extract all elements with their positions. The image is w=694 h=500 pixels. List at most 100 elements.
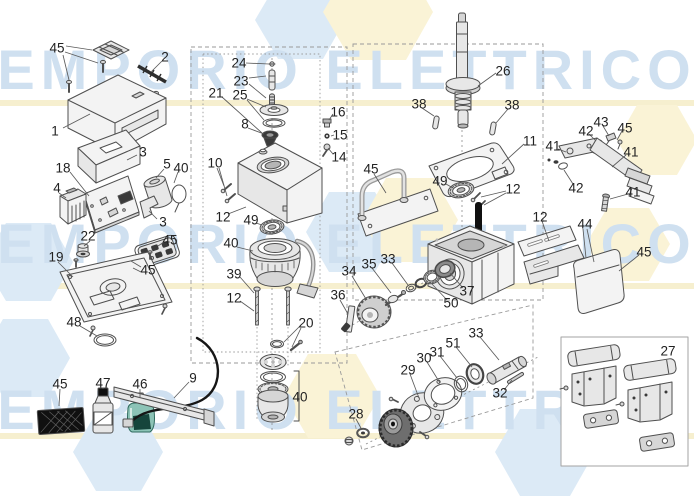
part-label-49: 49 bbox=[432, 174, 447, 189]
part-label-38: 38 bbox=[504, 98, 519, 113]
part-45-rubber-pad bbox=[36, 407, 86, 435]
part-label-40: 40 bbox=[173, 161, 188, 176]
part-34-worm-gear bbox=[356, 295, 392, 329]
part-label-43: 43 bbox=[593, 115, 608, 130]
part-label-34: 34 bbox=[341, 264, 357, 279]
part-36-key bbox=[341, 305, 356, 333]
part-18-circuit-board bbox=[83, 175, 140, 234]
part-label-42: 42 bbox=[568, 181, 583, 196]
part-45-grille bbox=[92, 40, 130, 60]
part-28-screw-washer-mid bbox=[344, 427, 370, 446]
part-label-41: 41 bbox=[545, 139, 560, 154]
part-45-side-cover bbox=[573, 249, 625, 314]
part-label-46: 46 bbox=[132, 377, 147, 392]
part-label-33: 33 bbox=[380, 252, 395, 267]
part-2-pin-strip bbox=[137, 64, 167, 84]
part-40-pulley-stack bbox=[257, 370, 300, 423]
part-label-26: 26 bbox=[495, 64, 510, 79]
part-8-seal bbox=[261, 130, 279, 147]
part-3-chassis-cover bbox=[77, 129, 141, 184]
part-label-45: 45 bbox=[636, 245, 651, 260]
part-43-clip bbox=[605, 132, 617, 146]
part-label-11: 11 bbox=[523, 134, 537, 149]
part-label-16: 16 bbox=[330, 105, 345, 120]
part-49-bearing-right bbox=[447, 181, 475, 199]
part-label-21: 21 bbox=[208, 86, 223, 101]
part-label-22: 22 bbox=[80, 229, 95, 244]
part-label-45: 45 bbox=[162, 233, 177, 248]
part-3-clamp bbox=[139, 195, 159, 219]
part-30-cover bbox=[423, 377, 463, 411]
part-label-12: 12 bbox=[532, 210, 547, 225]
part-label-19: 19 bbox=[48, 250, 63, 265]
part-25-pulley-discs bbox=[259, 104, 289, 128]
group-box-output-gear bbox=[334, 304, 534, 451]
part-31-gasket-ring bbox=[453, 375, 469, 393]
part-label-36: 36 bbox=[330, 288, 345, 303]
part-37-seal bbox=[434, 259, 456, 279]
part-19-base-plate bbox=[59, 250, 173, 337]
part-4-transformer bbox=[59, 187, 87, 225]
part-label-1: 1 bbox=[51, 124, 59, 139]
part-label-12: 12 bbox=[505, 182, 520, 197]
part-10-screws bbox=[220, 183, 236, 204]
group-box-gearbox bbox=[352, 43, 544, 301]
part-label-51: 51 bbox=[445, 336, 460, 351]
part-23-shaft bbox=[268, 69, 276, 107]
part-label-41: 41 bbox=[623, 145, 638, 160]
part-49-bearing-mid bbox=[259, 219, 285, 235]
part-27-bracket-kit-left bbox=[559, 344, 621, 429]
part-39-12-long-screws bbox=[253, 286, 292, 326]
part-label-12: 12 bbox=[215, 210, 230, 225]
part-45-tiny-screw bbox=[617, 139, 623, 150]
part-label-45: 45 bbox=[363, 162, 378, 177]
group-box-pump-inner bbox=[202, 53, 321, 353]
part-label-3: 3 bbox=[139, 145, 147, 160]
part-label-47: 47 bbox=[95, 376, 110, 391]
leader-lines bbox=[57, 45, 640, 431]
output-pinion-gear bbox=[378, 408, 414, 448]
part-48-o-ring bbox=[93, 333, 117, 347]
part-16-15-14-fasteners bbox=[322, 118, 332, 157]
part-label-42: 42 bbox=[578, 124, 593, 139]
part-label-37: 37 bbox=[459, 284, 474, 299]
part-label-44: 44 bbox=[577, 217, 593, 232]
part-label-45: 45 bbox=[49, 41, 64, 56]
part-label-15: 15 bbox=[332, 128, 347, 143]
part-41-bolt bbox=[601, 193, 611, 212]
part-label-27: 27 bbox=[660, 344, 675, 359]
part-label-2: 2 bbox=[161, 50, 169, 65]
part-label-29: 29 bbox=[400, 363, 415, 378]
part-label-32: 32 bbox=[492, 386, 507, 401]
part-40-bell-housing bbox=[249, 238, 319, 299]
part-41-release-lever bbox=[558, 137, 655, 205]
part-label-12: 12 bbox=[226, 291, 241, 306]
part-22-grommet bbox=[76, 243, 90, 258]
part-label-23: 23 bbox=[233, 74, 248, 89]
part-42-washers bbox=[547, 158, 568, 170]
part-26-motor-shaft bbox=[445, 12, 481, 129]
part-11-gasket bbox=[428, 142, 515, 198]
part-35-axle-pin bbox=[384, 290, 406, 307]
part-label-33: 33 bbox=[468, 326, 483, 341]
part-label-4: 4 bbox=[53, 181, 61, 196]
part-label-3: 3 bbox=[159, 215, 167, 230]
part-label-9: 9 bbox=[189, 371, 197, 386]
part-label-50: 50 bbox=[443, 296, 458, 311]
part-label-38: 38 bbox=[411, 97, 426, 112]
part-label-48: 48 bbox=[66, 315, 81, 330]
part-label-24: 24 bbox=[231, 56, 247, 71]
part-label-45: 45 bbox=[52, 377, 67, 392]
part-40-capacitor-strap bbox=[171, 184, 187, 213]
part-label-28: 28 bbox=[348, 407, 363, 422]
part-33-output-shaft bbox=[486, 355, 528, 385]
part-label-35: 35 bbox=[361, 257, 376, 272]
pump-tank-body bbox=[237, 142, 323, 224]
part-38-pins bbox=[432, 115, 497, 136]
part-label-40: 40 bbox=[223, 236, 238, 251]
part-24-screw bbox=[268, 61, 276, 67]
part-label-5: 5 bbox=[163, 157, 171, 172]
